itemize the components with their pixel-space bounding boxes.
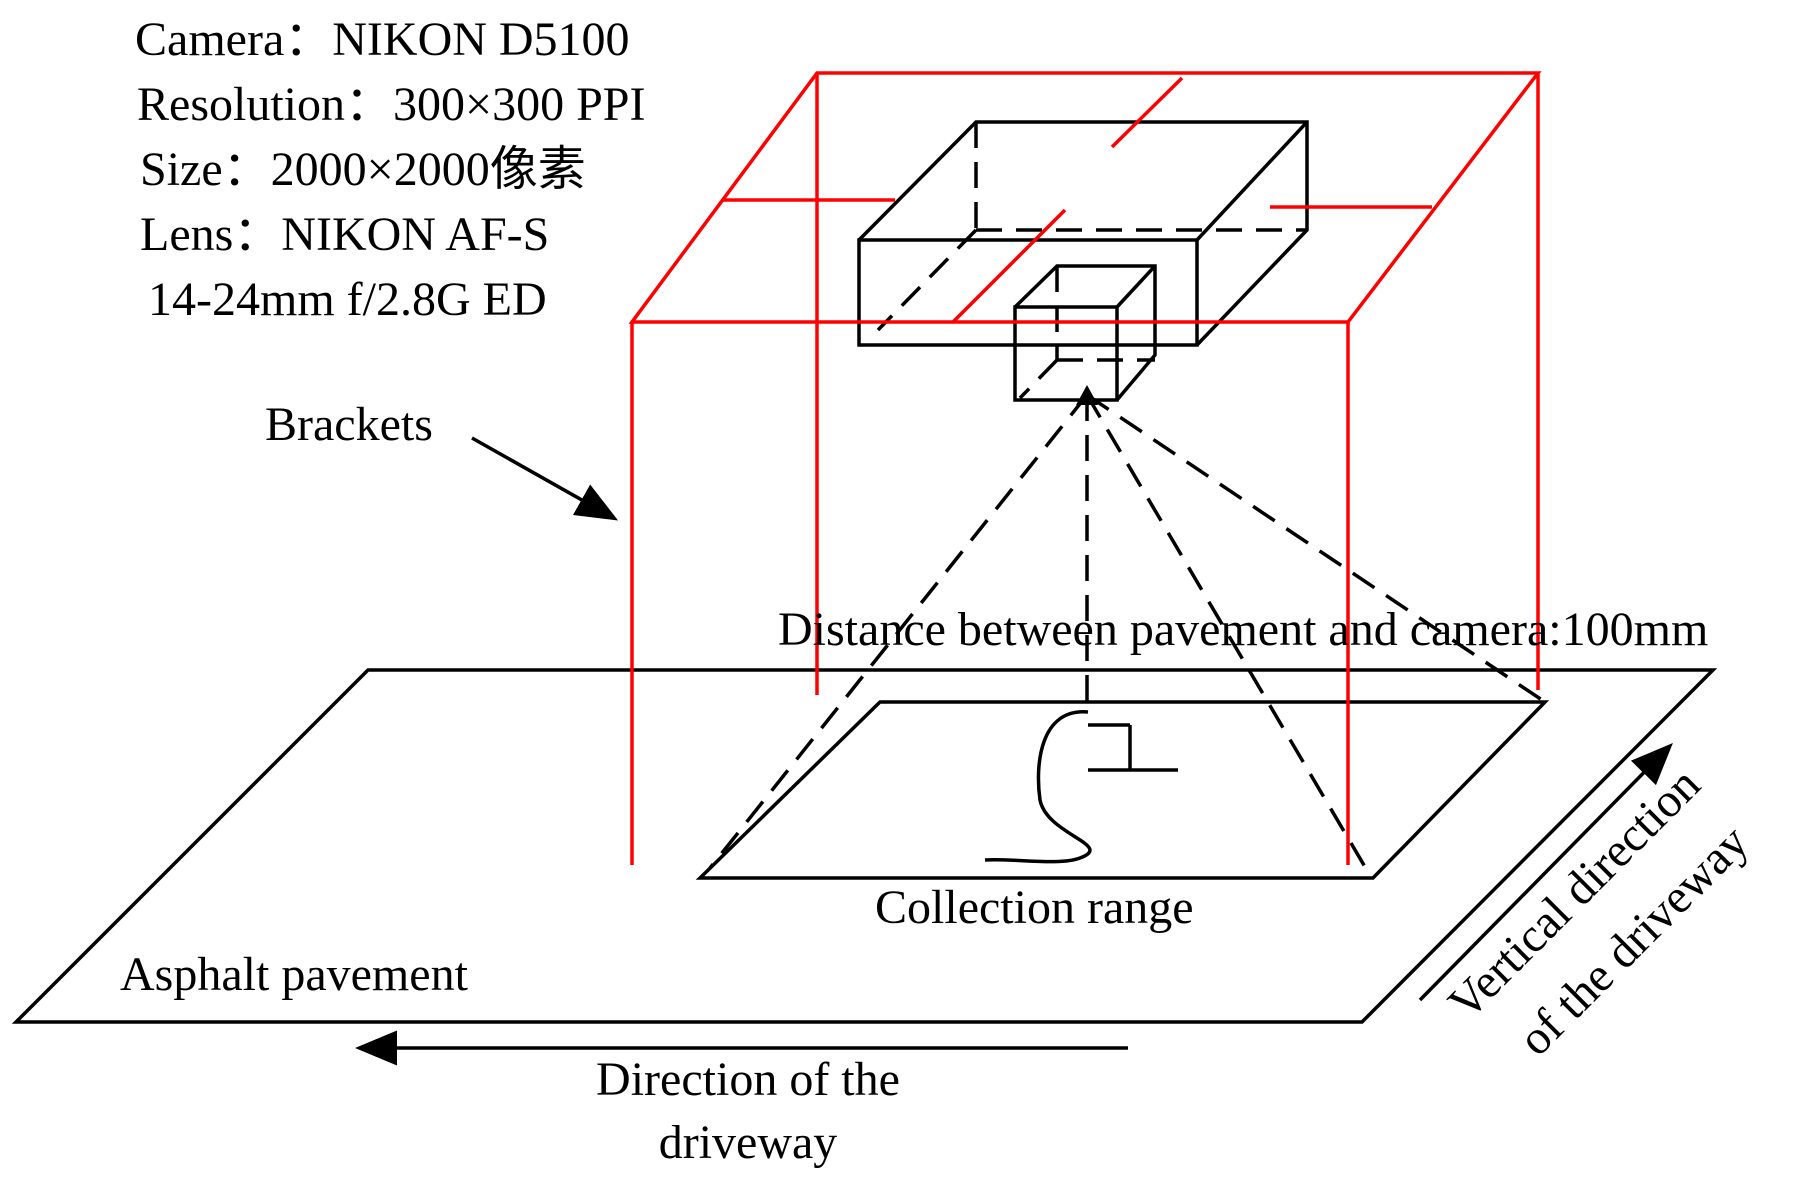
bracket-frame: [628, 71, 1542, 865]
camera-body: [857, 120, 1309, 347]
lens-aim-arrowhead: [1076, 385, 1098, 405]
asphalt-pavement-label: Asphalt pavement: [120, 948, 469, 1001]
brackets-pointer-arrow: [471, 436, 619, 521]
spec-lens-line1: Lens：NIKON AF-S: [140, 208, 549, 261]
direction-label-line1: Direction of the: [596, 1053, 900, 1106]
direction-label-line2: driveway: [659, 1116, 838, 1169]
spec-lens-line2: 14-24mm f/2.8G ED: [148, 273, 547, 326]
camera-lens: [1013, 264, 1157, 402]
distance-label: Distance between pavement and camera:100…: [778, 603, 1708, 656]
spec-resolution: Resolution：300×300 PPI: [137, 78, 645, 131]
target-marker: [1088, 723, 1178, 772]
collection-range-plane: [695, 700, 1550, 880]
brackets-label: Brackets: [265, 398, 433, 451]
spec-camera: Camera：NIKON D5100: [135, 13, 630, 66]
spec-size: Size：2000×2000像素: [140, 143, 586, 196]
field-of-view-lines: [708, 393, 1546, 873]
crack-curve: [984, 710, 1092, 864]
vertical-direction-arrow: [1418, 743, 1673, 1002]
collection-range-label: Collection range: [875, 881, 1194, 934]
asphalt-pavement-plane: [11, 668, 1718, 1024]
